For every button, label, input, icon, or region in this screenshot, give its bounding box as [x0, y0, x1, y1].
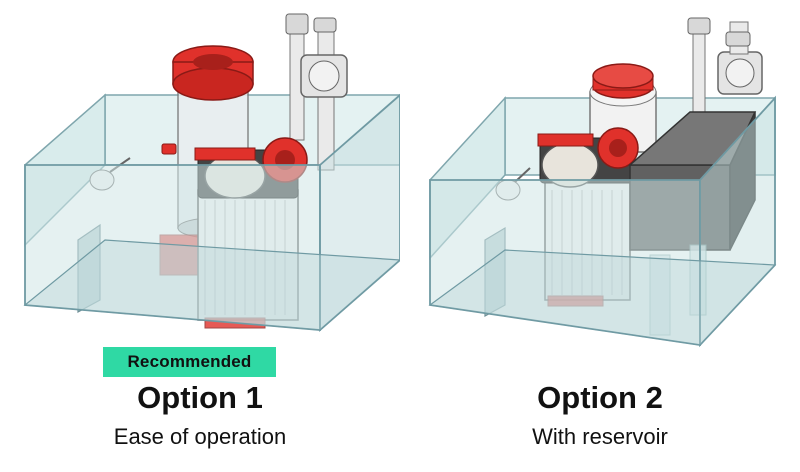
option-2-sump-illustration [428, 17, 777, 348]
tank-glass-front [23, 93, 400, 332]
option-1-subtitle: Ease of operation [113, 424, 287, 449]
option-1-sump-illustration [23, 13, 400, 332]
option-2-title: Option 2 [537, 380, 663, 415]
pump-icon [687, 17, 763, 131]
option-2-panel: Option 2 With reservoir [400, 0, 800, 472]
tank-glass-front [428, 95, 777, 348]
option-1-panel: Recommended Option 1 Ease of operation [23, 13, 400, 449]
option-2-subtitle: With reservoir [532, 424, 668, 449]
option-1-title: Option 1 [137, 380, 263, 415]
pump-icon [285, 13, 348, 171]
skimmer-icon [589, 63, 657, 153]
recommended-badge: Recommended [103, 347, 276, 377]
